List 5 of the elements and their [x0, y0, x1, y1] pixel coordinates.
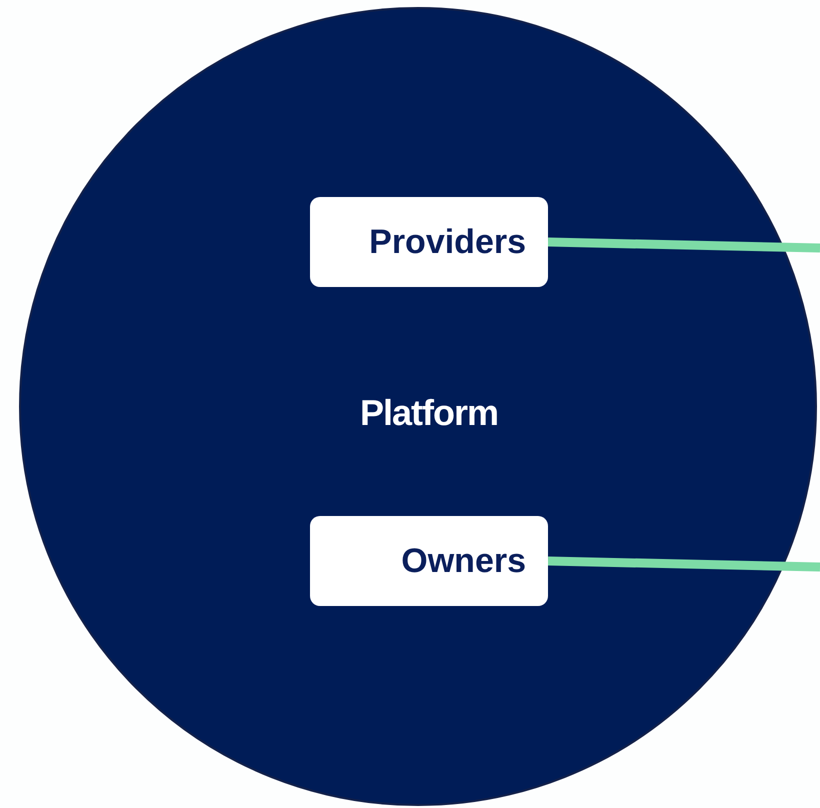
- connector-line: [548, 556, 820, 572]
- label-card: Owners: [310, 516, 548, 606]
- label-card: Providers: [310, 197, 548, 287]
- connector-line: [548, 238, 820, 252]
- circle-label: Platform: [360, 392, 498, 434]
